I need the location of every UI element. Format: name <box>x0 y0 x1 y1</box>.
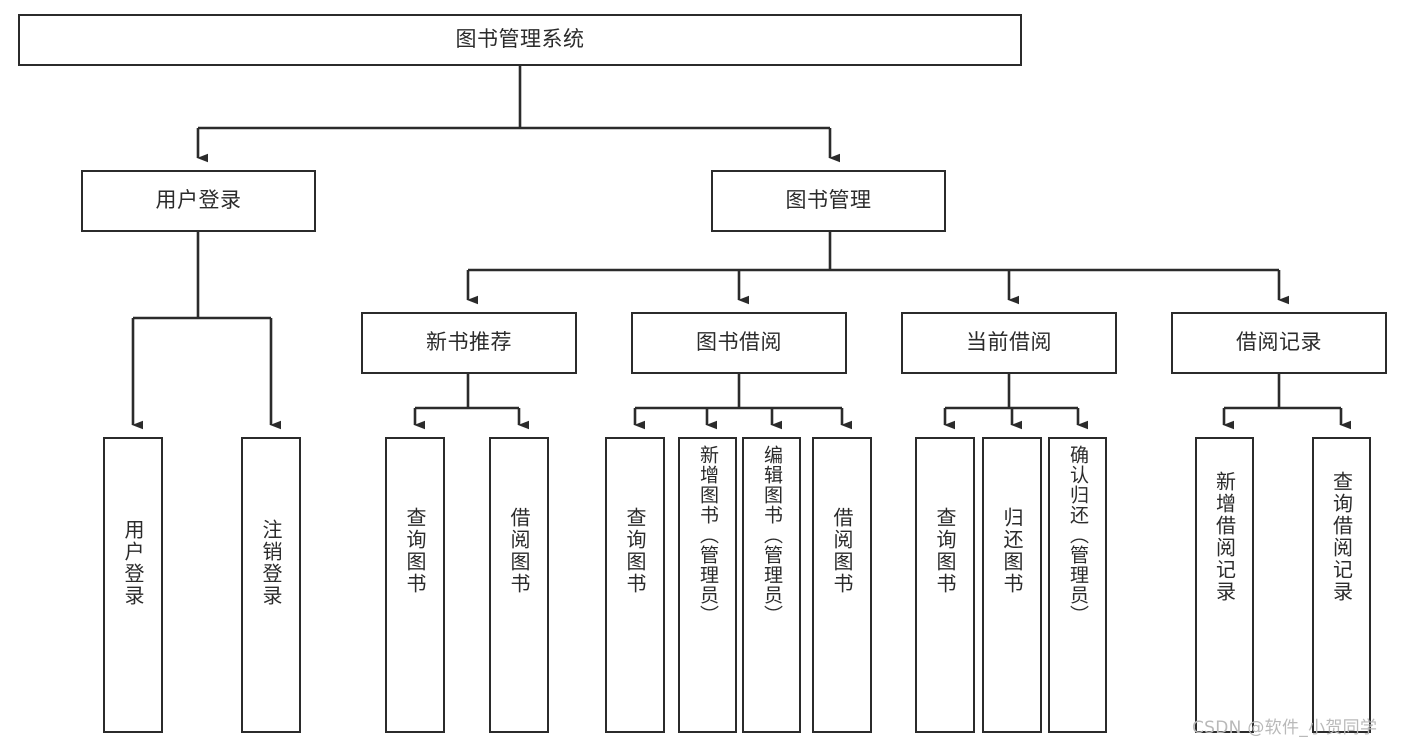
node-leaf-borrow-book-1[interactable]: 借阅图书 <box>489 437 549 733</box>
node-leaf-return-book[interactable]: 归还图书 <box>982 437 1042 733</box>
node-user-login-label: 用户登录 <box>155 188 242 213</box>
node-book-borrow-label: 图书借阅 <box>696 330 782 355</box>
node-leaf-query-record[interactable]: 查询借阅记录 <box>1312 437 1371 733</box>
node-leaf-add-book[interactable]: 新增图书（管理员） <box>678 437 737 733</box>
node-new-book-recommend[interactable]: 新书推荐 <box>361 312 577 374</box>
node-leaf-logout-login-label: 注销登录 <box>259 519 283 607</box>
node-leaf-query-book-3[interactable]: 查询图书 <box>915 437 975 733</box>
node-leaf-query-book-1-label: 查询图书 <box>403 507 427 595</box>
node-leaf-user-login[interactable]: 用户登录 <box>103 437 163 733</box>
node-user-login[interactable]: 用户登录 <box>81 170 316 232</box>
node-root-label: 图书管理系统 <box>455 27 585 52</box>
node-book-management-label: 图书管理 <box>785 188 872 213</box>
node-leaf-confirm-return-label: 确认归还（管理员） <box>1067 445 1089 625</box>
node-leaf-query-book-2[interactable]: 查询图书 <box>605 437 665 733</box>
node-book-management[interactable]: 图书管理 <box>711 170 946 232</box>
node-borrow-record[interactable]: 借阅记录 <box>1171 312 1387 374</box>
node-leaf-confirm-return[interactable]: 确认归还（管理员） <box>1048 437 1107 733</box>
node-leaf-add-book-label: 新增图书（管理员） <box>697 445 719 625</box>
node-book-borrow[interactable]: 图书借阅 <box>631 312 847 374</box>
node-leaf-logout-login[interactable]: 注销登录 <box>241 437 301 733</box>
node-root[interactable]: 图书管理系统 <box>18 14 1022 66</box>
node-leaf-query-book-3-label: 查询图书 <box>933 507 957 595</box>
node-new-book-recommend-label: 新书推荐 <box>426 330 512 355</box>
node-current-borrow[interactable]: 当前借阅 <box>901 312 1117 374</box>
node-borrow-record-label: 借阅记录 <box>1236 330 1322 355</box>
watermark-text: CSDN @软件_小贺同学 <box>1192 718 1378 738</box>
node-leaf-add-record-label: 新增借阅记录 <box>1212 471 1237 603</box>
node-leaf-return-book-label: 归还图书 <box>1000 507 1024 595</box>
node-leaf-edit-book[interactable]: 编辑图书（管理员） <box>742 437 801 733</box>
node-current-borrow-label: 当前借阅 <box>966 330 1052 355</box>
node-leaf-borrow-book-2-label: 借阅图书 <box>830 507 854 595</box>
node-leaf-edit-book-label: 编辑图书（管理员） <box>761 445 783 625</box>
node-leaf-add-record[interactable]: 新增借阅记录 <box>1195 437 1254 733</box>
node-leaf-user-login-label: 用户登录 <box>121 519 145 607</box>
node-leaf-borrow-book-1-label: 借阅图书 <box>507 507 531 595</box>
node-leaf-query-book-1[interactable]: 查询图书 <box>385 437 445 733</box>
node-leaf-query-record-label: 查询借阅记录 <box>1329 471 1354 603</box>
node-leaf-borrow-book-2[interactable]: 借阅图书 <box>812 437 872 733</box>
node-leaf-query-book-2-label: 查询图书 <box>623 507 647 595</box>
